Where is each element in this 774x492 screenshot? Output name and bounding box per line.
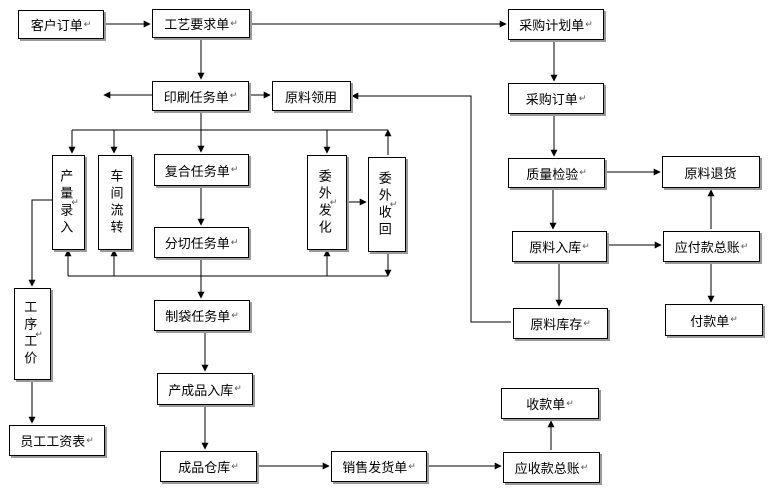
node-label: 产量录入 [57, 168, 73, 237]
return-mark: ↵ [389, 200, 398, 210]
node-label: 质量检验 [526, 167, 579, 183]
node-material-return[interactable]: 原料退货 [662, 156, 760, 188]
node-process-requirement[interactable]: 工艺要求单↵ [152, 9, 250, 38]
node-product-in[interactable]: 产成品入库↵ [157, 373, 253, 405]
node-purchase-order[interactable]: 采购订单↵ [508, 83, 604, 114]
node-label: 分切任务单 [164, 237, 230, 252]
node-label: 销售发货单 [342, 461, 408, 476]
return-mark: ↵ [730, 315, 738, 325]
node-piece-wage[interactable]: 工序工价↵ [14, 288, 51, 380]
edge-output-entry-to-wage [28, 199, 57, 287]
node-quality-check[interactable]: 质量检验↵ [508, 158, 605, 188]
return-mark: ↵ [35, 329, 43, 340]
return-mark: ↵ [566, 398, 574, 409]
node-label: 成品仓库 [178, 461, 231, 476]
node-label: 原料入库 [529, 241, 582, 256]
node-label: 应收款总账 [514, 462, 580, 477]
return-mark: ↵ [83, 19, 92, 30]
return-mark: ↵ [86, 435, 94, 446]
node-label: 客户订单 [30, 19, 83, 34]
node-label: 委外发化 [315, 168, 331, 237]
return-mark: ↵ [231, 461, 239, 472]
node-workshop-transfer[interactable]: 车间流转 [98, 155, 132, 250]
node-purchase-plan[interactable]: 采购计划单↵ [508, 9, 604, 40]
return-mark: ↵ [230, 18, 238, 29]
node-finished-store[interactable]: 成品仓库↵ [160, 451, 257, 482]
node-label: 制袋任务单 [165, 310, 231, 325]
node-outsource-receive[interactable]: 委外收回↵ [368, 157, 406, 252]
node-label: 工艺要求单 [164, 18, 230, 33]
return-mark: ↵ [231, 310, 239, 321]
node-receipt-voucher[interactable]: 收款单↵ [501, 388, 599, 419]
node-label: 原料领用 [284, 90, 337, 106]
return-mark: ↵ [71, 198, 79, 208]
return-mark: ↵ [408, 461, 416, 472]
node-label: 采购订单 [525, 93, 578, 108]
return-mark: ↵ [329, 198, 338, 208]
return-mark: ↵ [580, 462, 589, 473]
node-print-task[interactable]: 印刷任务单↵ [152, 81, 249, 111]
node-label: 应付款总账 [674, 241, 740, 256]
node-label: 复合任务单 [164, 164, 230, 180]
return-mark: ↵ [582, 241, 590, 252]
node-label: 原料退货 [684, 166, 737, 182]
return-mark: ↵ [740, 241, 749, 252]
node-label: 印刷任务单 [163, 90, 229, 106]
node-payroll[interactable]: 员工工资表↵ [9, 425, 105, 456]
return-mark: ↵ [579, 168, 587, 178]
edge-stock-to-material-use [351, 92, 511, 323]
node-label: 收款单 [526, 398, 566, 413]
node-customer-order[interactable]: 客户订单↵ [18, 10, 104, 39]
node-material-in[interactable]: 原料入库↵ [512, 231, 607, 262]
node-label: 采购计划单 [519, 19, 585, 34]
node-receivables-ledger[interactable]: 应收款总账↵ [503, 452, 600, 483]
node-label: 工序工价 [21, 300, 37, 368]
return-mark: ↵ [583, 318, 591, 329]
node-payment-voucher[interactable]: 付款单↵ [665, 304, 763, 336]
return-mark: ↵ [585, 19, 593, 30]
node-label: 员工工资表 [20, 435, 86, 450]
return-mark: ↵ [230, 237, 239, 248]
node-outsource-send[interactable]: 委外发化↵ [307, 155, 347, 250]
node-sales-delivery[interactable]: 销售发货单↵ [331, 451, 427, 482]
node-output-entry[interactable]: 产量录入↵ [52, 155, 85, 250]
node-slitting-task[interactable]: 分切任务单↵ [154, 227, 249, 258]
return-mark: ↵ [229, 91, 238, 101]
node-label: 产成品入库 [168, 383, 234, 399]
node-label: 车间流转 [107, 168, 123, 237]
return-mark: ↵ [234, 384, 242, 394]
node-payables-ledger[interactable]: 应付款总账↵ [663, 231, 760, 262]
node-label: 原料库存 [530, 318, 583, 333]
node-composite-task[interactable]: 复合任务单↵ [154, 154, 249, 186]
node-bag-task[interactable]: 制袋任务单↵ [154, 300, 250, 331]
node-material-stock[interactable]: 原料库存↵ [513, 308, 608, 339]
node-label: 付款单 [690, 314, 730, 330]
node-label: 委外收回 [375, 170, 391, 239]
node-material-use[interactable]: 原料领用 [272, 81, 351, 111]
return-mark: ↵ [230, 165, 239, 175]
return-mark: ↵ [578, 93, 587, 104]
